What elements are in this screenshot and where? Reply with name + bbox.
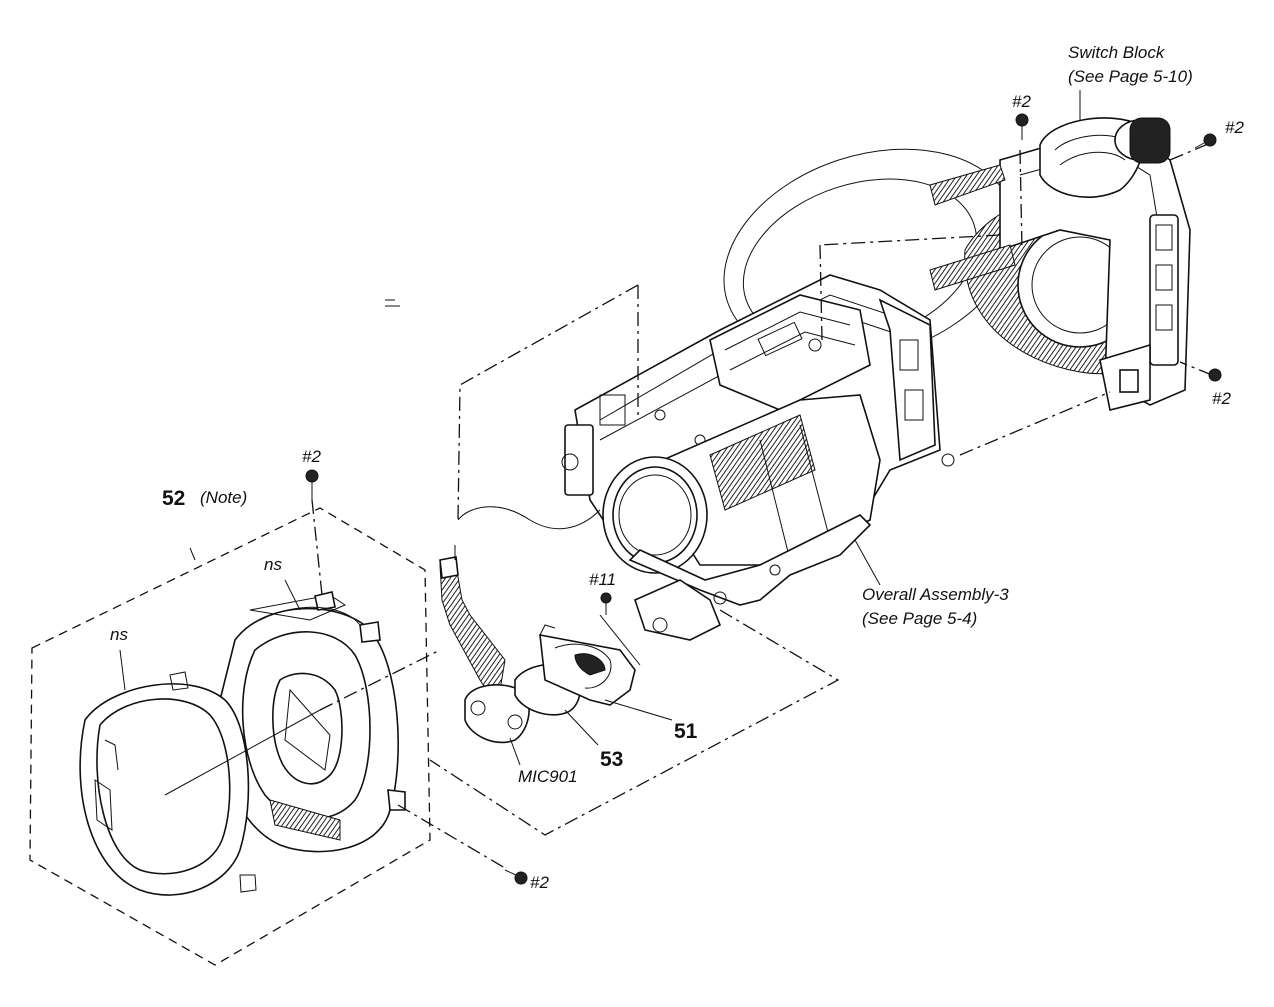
ns-label-rear-ring: ns xyxy=(264,555,282,574)
screw-label-rear: #2 xyxy=(1212,389,1231,408)
part-52-note: (Note) xyxy=(200,488,247,507)
switch-block-label: Switch Block xyxy=(1068,43,1166,62)
part-52-number: 52 xyxy=(162,487,185,510)
switch-block-assembly xyxy=(723,117,1191,411)
screw-label-top: #2 xyxy=(1012,92,1031,111)
screw-label-11: #11 xyxy=(589,570,616,589)
screw-label-bottom: #2 xyxy=(530,873,549,892)
screw-2-rear-bottom xyxy=(1208,368,1222,382)
assembly-guide-lines xyxy=(429,143,1213,836)
screw-2-bottom xyxy=(397,804,528,885)
screw-2-switch-right xyxy=(1194,133,1217,149)
scan-artifact xyxy=(385,299,400,307)
ns-label-front-ring: ns xyxy=(110,625,128,644)
mic901-label: MIC901 xyxy=(518,767,578,786)
screw-label-ring: #2 xyxy=(302,447,321,466)
microphone-parts xyxy=(464,592,673,766)
screw-2-top xyxy=(305,469,323,596)
screw-label-right: #2 xyxy=(1225,118,1244,137)
overall-assembly-label: Overall Assembly-3 xyxy=(862,585,1009,604)
screw-2-switch-top xyxy=(1015,113,1029,140)
overall-assembly-lens-block xyxy=(561,274,955,641)
overall-assembly-reference: (See Page 5-4) xyxy=(862,609,977,628)
switch-block-reference: (See Page 5-10) xyxy=(1068,67,1193,86)
part-52-front-ring-assembly xyxy=(29,469,528,966)
part-53-number: 53 xyxy=(600,748,623,771)
part-51-number: 51 xyxy=(674,720,698,743)
screw-11 xyxy=(600,592,612,615)
